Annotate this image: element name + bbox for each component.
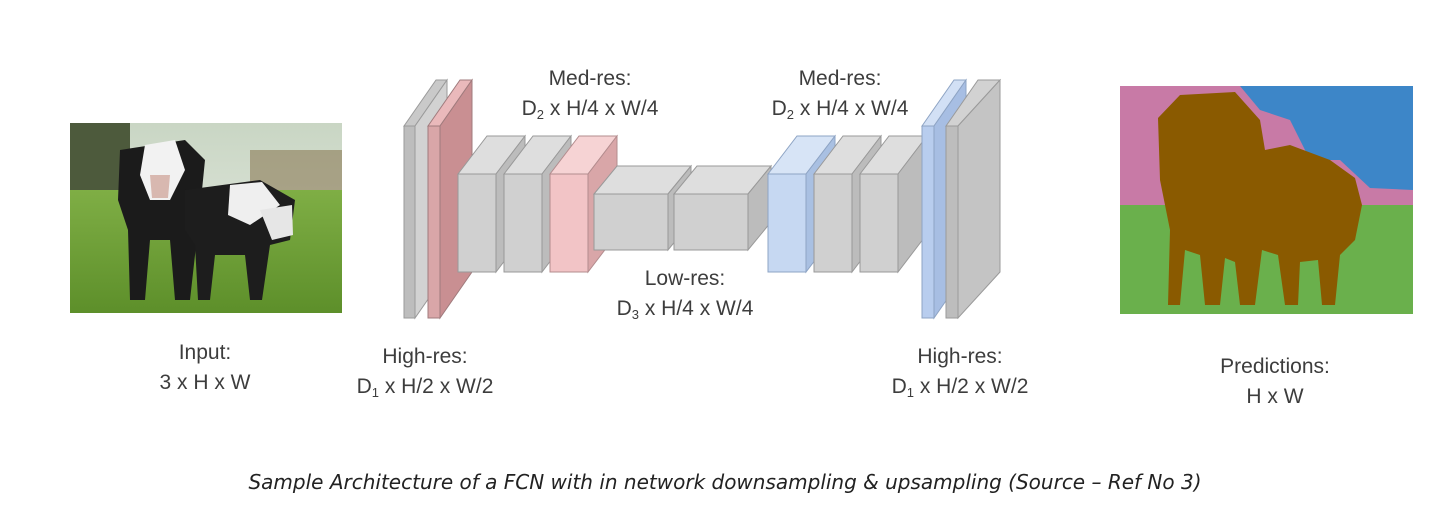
low-res-label: Low-res: D3 x H/4 x W/4 bbox=[585, 264, 785, 330]
figure-caption: Sample Architecture of a FCN with in net… bbox=[248, 470, 1202, 494]
high-res-left-title: High-res: bbox=[382, 345, 468, 368]
predictions-label: Predictions: H x W bbox=[1195, 352, 1355, 412]
high-res-right-dims: D1 x H/2 x W/2 bbox=[891, 375, 1029, 400]
layer-high-res-right-gray bbox=[945, 78, 1002, 320]
predictions-dims: H x W bbox=[1246, 385, 1304, 408]
med-res-left-title: Med-res: bbox=[548, 67, 632, 90]
layer-low-res-2 bbox=[672, 164, 773, 252]
high-res-left-label: High-res: D1 x H/2 x W/2 bbox=[320, 342, 530, 408]
high-res-right-title: High-res: bbox=[917, 345, 1003, 368]
high-res-right-label: High-res: D1 x H/2 x W/2 bbox=[855, 342, 1065, 408]
med-res-right-dims: D2 x H/4 x W/4 bbox=[771, 97, 909, 122]
low-res-dims: D3 x H/4 x W/4 bbox=[616, 297, 754, 322]
med-res-left-label: Med-res: D2 x H/4 x W/4 bbox=[490, 64, 690, 130]
input-dims: 3 x H x W bbox=[159, 371, 251, 394]
med-res-right-label: Med-res: D2 x H/4 x W/4 bbox=[740, 64, 940, 130]
high-res-left-dims: D1 x H/2 x W/2 bbox=[356, 375, 494, 400]
input-cow-photo bbox=[70, 123, 342, 313]
input-title: Input: bbox=[178, 341, 232, 364]
low-res-title: Low-res: bbox=[644, 267, 726, 290]
med-res-right-title: Med-res: bbox=[798, 67, 882, 90]
predictions-title: Predictions: bbox=[1220, 355, 1330, 378]
predictions-segmentation-map bbox=[1120, 86, 1413, 314]
input-label: Input: 3 x H x W bbox=[135, 338, 275, 398]
med-res-left-dims: D2 x H/4 x W/4 bbox=[521, 97, 659, 122]
